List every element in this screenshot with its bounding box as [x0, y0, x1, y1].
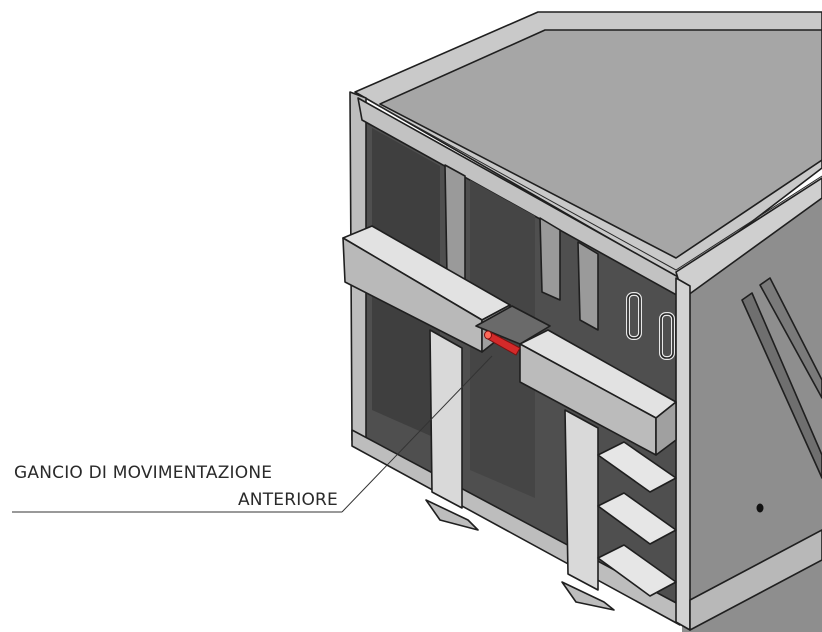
front-lifting-beam	[342, 225, 677, 456]
callout-label-line2: ANTERIORE	[238, 490, 338, 510]
side-handles	[626, 292, 675, 360]
front-hook-pin	[484, 330, 521, 356]
container-front-face	[349, 91, 683, 626]
leader-line	[12, 355, 493, 513]
callout-label-line1: GANCIO DI MOVIMENTAZIONE	[14, 463, 272, 483]
container-legs	[425, 329, 677, 611]
container-side-face	[675, 177, 822, 632]
container-top	[354, 11, 822, 279]
